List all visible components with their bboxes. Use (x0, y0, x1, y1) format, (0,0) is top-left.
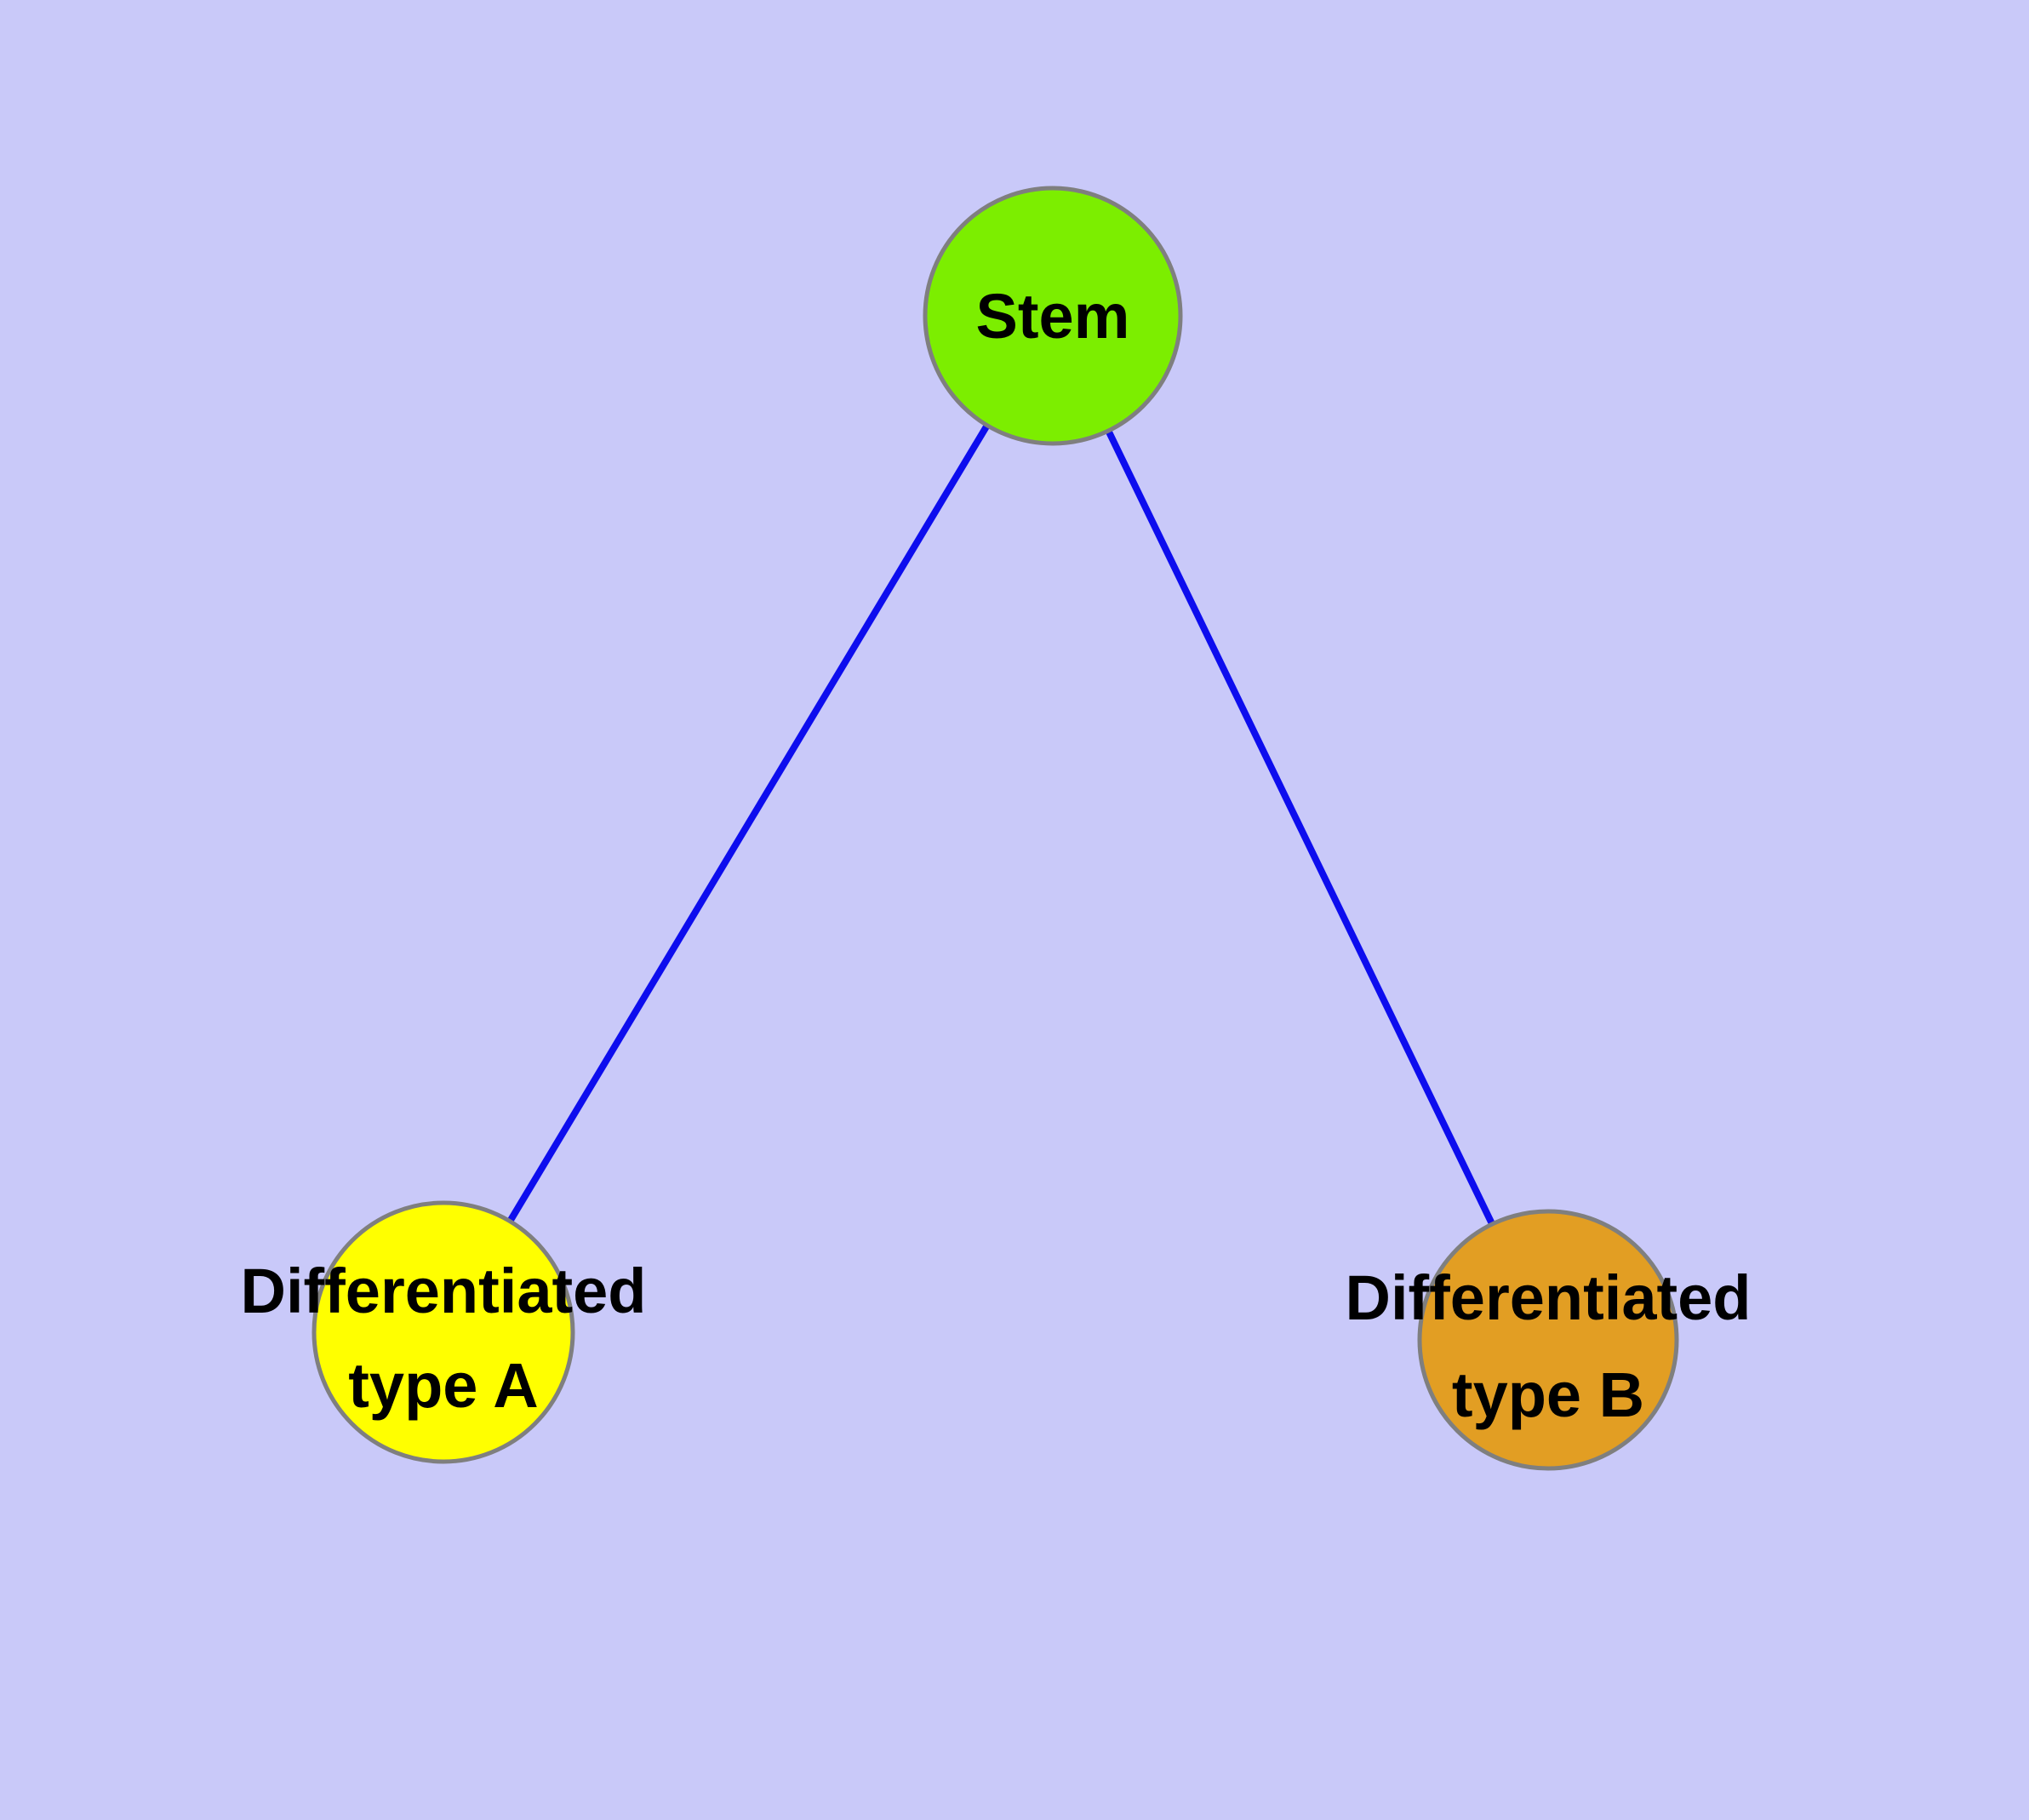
node-differentiated-type-b-label-line-2: type B (1452, 1359, 1644, 1430)
node-differentiated-type-a-label-line-2: type A (348, 1350, 538, 1421)
node-differentiated-type-b-label-line-1: Differentiated (1346, 1262, 1752, 1333)
edge-stem-to-type-b (1049, 314, 1552, 1342)
node-differentiated-type-a (311, 1200, 575, 1464)
node-stem (923, 186, 1183, 446)
node-stem-label: Stem (976, 281, 1130, 352)
edge-stem-to-type-a (440, 313, 1056, 1335)
node-differentiated-type-b (1417, 1209, 1679, 1471)
node-differentiated-type-a-label-line-1: Differentiated (241, 1256, 647, 1326)
